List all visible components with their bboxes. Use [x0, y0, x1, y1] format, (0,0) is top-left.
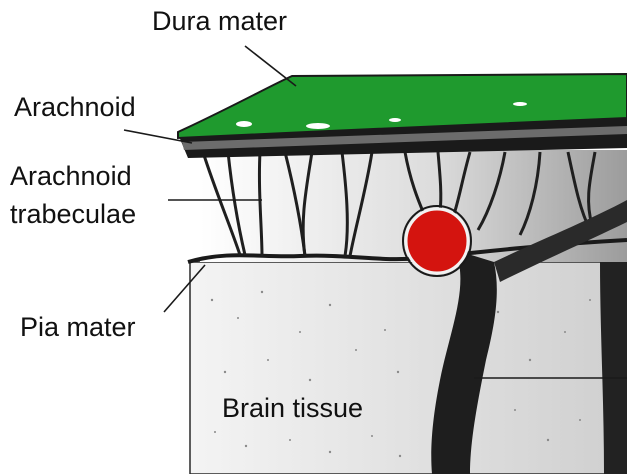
label-dura-mater: Dura mater — [152, 6, 287, 37]
label-arachnoid-trabeculae-line2: trabeculae — [10, 199, 136, 230]
label-arachnoid: Arachnoid — [14, 92, 136, 123]
label-pia-mater: Pia mater — [20, 312, 136, 343]
label-brain-tissue: Brain tissue — [222, 393, 363, 424]
label-arachnoid-trabeculae-line1: Arachnoid — [10, 161, 132, 192]
brain-tissue-region — [190, 262, 627, 474]
right-vessel — [600, 262, 627, 474]
blood-vessel — [406, 209, 468, 273]
